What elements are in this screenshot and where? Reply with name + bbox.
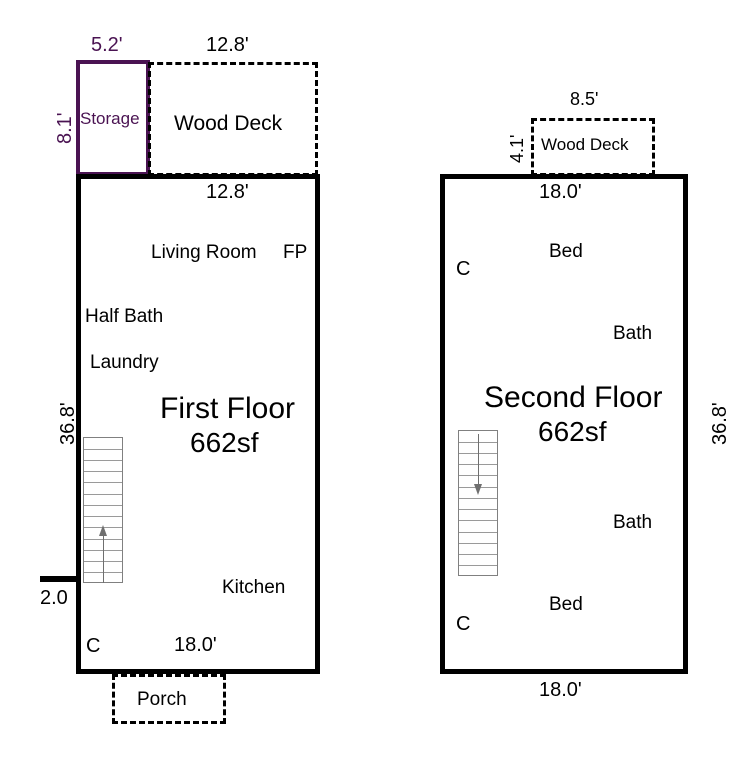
second-floor-area: 662sf [538,416,607,447]
dimension-first-left-height: 36.8' [57,402,79,445]
second-floor-outline [440,174,688,674]
dimension-second-top-width: 18.0' [539,181,582,203]
room-label-bath-lower: Bath [613,512,653,533]
first-floor-area: 662sf [190,427,259,458]
room-label-porch: Porch [137,689,187,710]
dimension-second-right-height: 36.8' [709,402,731,445]
second-floor-stairs [458,430,498,576]
dimension-second-deck-width: 8.5' [570,89,599,109]
dimension-deck-width-bottom: 12.8' [206,181,249,203]
dimension-first-bottom-width: 18.0' [174,634,217,656]
dimension-storage-height: 8.1' [54,112,76,144]
first-floor-stairs [83,437,123,583]
room-label-storage: Storage [80,109,140,128]
stair-arrow-up-icon [99,525,107,536]
room-label-fp: FP [283,242,308,263]
room-label-half-bath: Half Bath [85,306,164,327]
room-label-wood-deck-second: Wood Deck [541,135,629,154]
dimension-storage-width: 5.2' [91,34,123,56]
room-label-living-room: Living Room [151,242,257,263]
dimension-deck-width-top: 12.8' [206,34,249,56]
dimension-second-bottom-width: 18.0' [539,679,582,701]
second-floor-title: Second Floor [484,381,663,414]
room-label-wood-deck-first: Wood Deck [174,112,283,135]
dimension-second-deck-height: 4.1' [507,134,527,163]
first-floor-title: First Floor [160,392,295,425]
stair-direction-line-down [478,434,479,484]
stair-direction-line-up [103,535,104,583]
room-label-bath-upper: Bath [613,323,653,344]
porch-outline [112,674,226,724]
dimension-wall-stub: 2.0 [40,587,68,609]
room-label-bed-bottom: Bed [549,594,583,615]
room-label-bed-top: Bed [549,241,583,262]
stair-arrow-down-icon [474,484,482,495]
closet-label-first-floor: C [86,635,101,657]
room-label-kitchen: Kitchen [222,577,286,598]
first-floor-outline [76,174,320,674]
closet-label-second-floor-bottom: C [456,613,471,635]
first-floor-wall-stub [40,576,80,582]
room-label-laundry: Laundry [90,352,159,373]
closet-label-second-floor-top: C [456,258,471,280]
